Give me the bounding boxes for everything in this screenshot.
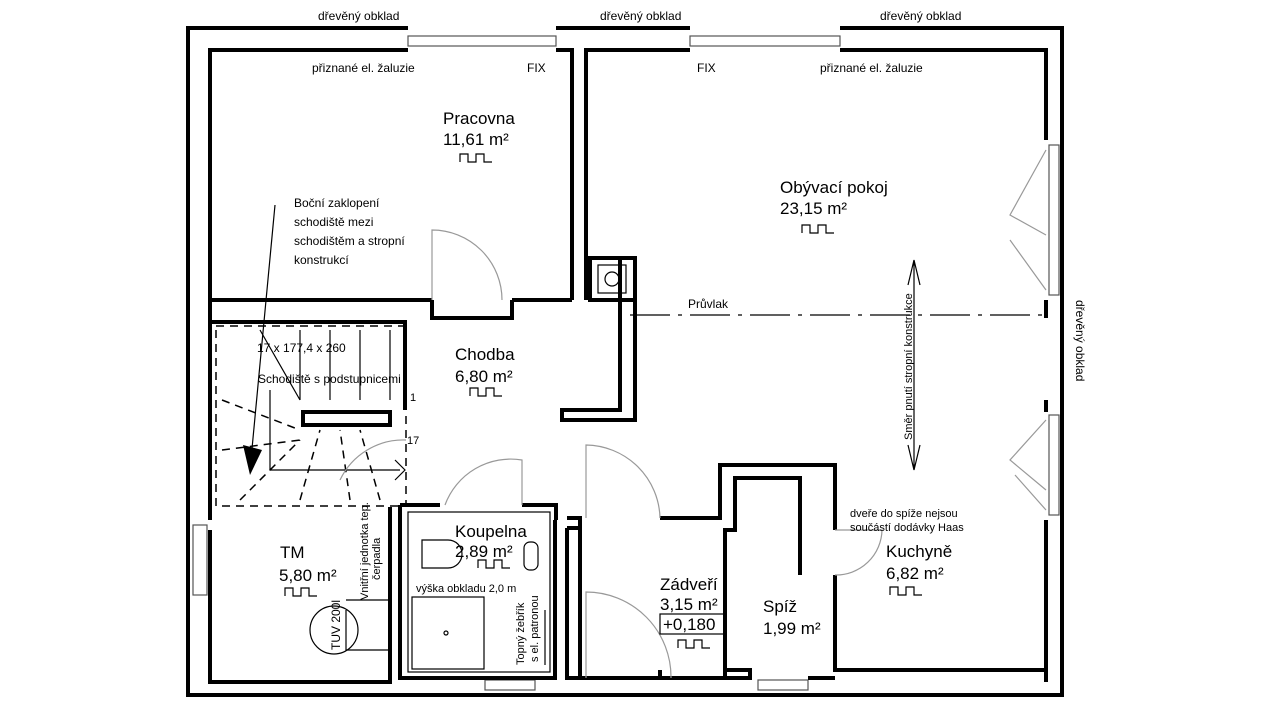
exterior-label: dřevěný obklad [318,9,399,23]
room-spiz: Spíž 1,99 m² [763,597,821,638]
exterior-walls [186,26,1064,697]
fix-note: FIX [527,61,546,75]
room-area: 3,15 m² [660,595,718,614]
room-name: Obývací pokoj [780,178,888,197]
boiler: TUV 200l [309,599,390,655]
room-tm: TM 5,80 m² [279,543,337,597]
ceiling-span-label: Směr pnutí stropní konstrukce [903,293,915,440]
room-area: 23,15 m² [780,199,847,218]
heat-pump-note: čerpadla [371,537,383,580]
room-area: 6,80 m² [455,367,513,386]
pantry-door-note: dveře do spíže nejsou [850,508,958,520]
stair-type: Schodiště s podstupnicemi [258,372,401,386]
room-area: 6,82 m² [886,564,944,583]
pantry-door-note: součástí dodávky Haas [850,522,964,534]
room-chodba: Chodba 6,80 m² [455,345,515,397]
room-pracovna: Pracovna 11,61 m² [443,109,515,163]
span-arrow [907,259,921,471]
side-cover-note: schodiště mezi [294,215,373,229]
stair-step-last: 17 [407,435,419,447]
room-kuchyne: Kuchyně 6,82 m² [886,542,952,596]
towel-rail-note: Topný žebřík [515,602,527,665]
floor-level-box [659,613,725,635]
towel-rail-note: s el. patronou [529,595,541,662]
tile-height-note: výška obkladu 2,0 m [416,583,516,595]
room-name: Koupelna [455,522,527,541]
room-zadveri: Zádveří 3,15 m² [660,575,718,649]
exterior-label: dřevěný obklad [880,9,961,23]
windows [192,35,1060,691]
floor-level: +0,180 [663,615,715,634]
exterior-label: dřevěný obklad [1073,300,1087,381]
room-area: 1,99 m² [763,619,821,638]
room-koupelna: Koupelna 2,89 m² [455,522,527,569]
beam-label: Průvlak [688,297,729,311]
stair-step-first: 1 [410,392,416,404]
room-name: Kuchyně [886,542,952,561]
room-area: 11,61 m² [443,130,509,149]
doors [339,149,1047,679]
room-name: Pracovna [443,109,515,128]
heat-pump-note: Vnitřní jednotka tep. [359,502,371,600]
side-cover-note: konstrukcí [294,253,349,267]
room-name: TM [280,543,305,562]
exterior-label: dřevěný obklad [600,9,681,23]
blinds-note: přiznané el. žaluzie [312,61,415,75]
staircase [215,204,407,507]
room-obyvaci-pokoj: Obývací pokoj 23,15 m² [780,178,888,234]
room-name: Zádveří [660,575,718,594]
side-cover-note: schodištěm a stropní [294,234,405,248]
room-area: 2,89 m² [455,542,513,561]
fix-note: FIX [697,61,716,75]
room-area: 5,80 m² [279,566,337,585]
stair-dimensions: 17 x 177,4 x 260 [257,341,346,355]
room-name: Chodba [455,345,515,364]
boiler-label: TUV 200l [329,600,343,650]
blinds-note: přiznané el. žaluzie [820,61,923,75]
bathroom-fixtures [407,511,551,673]
room-name: Spíž [763,597,797,616]
interior-walls [210,256,1046,678]
side-cover-note: Boční zaklopení [294,196,380,210]
